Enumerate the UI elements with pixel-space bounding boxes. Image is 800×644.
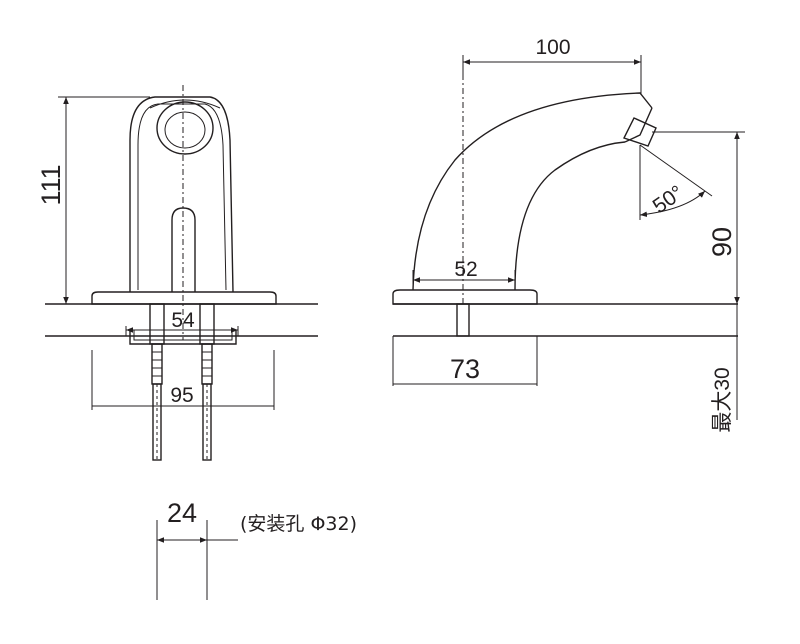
spout-outer bbox=[412, 92, 653, 291]
install-hole-dim-label: 24 bbox=[167, 498, 197, 528]
dim-base-outer-73: 73 bbox=[392, 336, 538, 386]
side-view: 50° 100 90 最大30 52 bbox=[392, 36, 745, 433]
install-hole-note: (安装孔 Φ32) bbox=[240, 513, 357, 535]
dim-spout-height-label: 90 bbox=[707, 227, 737, 257]
dim-deck-width-label: 95 bbox=[170, 384, 193, 407]
dim-hole-spacing-label: 54 bbox=[171, 309, 195, 332]
front-base-plate bbox=[91, 291, 277, 305]
front-view: 111 54 95 bbox=[36, 85, 318, 461]
dim-max-deck-label: 最大30 bbox=[711, 367, 734, 432]
dim-height-label: 111 bbox=[36, 164, 66, 205]
spout-inner bbox=[514, 141, 626, 291]
front-faucet-body bbox=[129, 96, 234, 293]
dim-max-deck-30: 最大30 bbox=[711, 304, 738, 433]
supply-tube-left bbox=[149, 303, 165, 461]
supply-tube-right bbox=[199, 303, 215, 461]
side-base-plate bbox=[392, 289, 538, 305]
sensor-window bbox=[156, 101, 214, 155]
install-hole-detail: 24 (安装孔 Φ32) bbox=[156, 498, 357, 600]
dim-deck-width-95: 95 bbox=[91, 350, 275, 410]
dim-height-111: 111 bbox=[36, 96, 150, 305]
dim-base-inner-52: 52 bbox=[412, 258, 516, 290]
dim-reach-100: 100 bbox=[462, 36, 642, 95]
dim-hole-spacing-54: 54 bbox=[125, 309, 239, 336]
dim-spout-height-90: 90 bbox=[652, 131, 745, 304]
dim-base-inner-label: 52 bbox=[454, 258, 477, 281]
dim-reach-label: 100 bbox=[535, 36, 570, 59]
dim-base-outer-label: 73 bbox=[450, 354, 480, 384]
spray-angle: 50° bbox=[639, 144, 713, 220]
